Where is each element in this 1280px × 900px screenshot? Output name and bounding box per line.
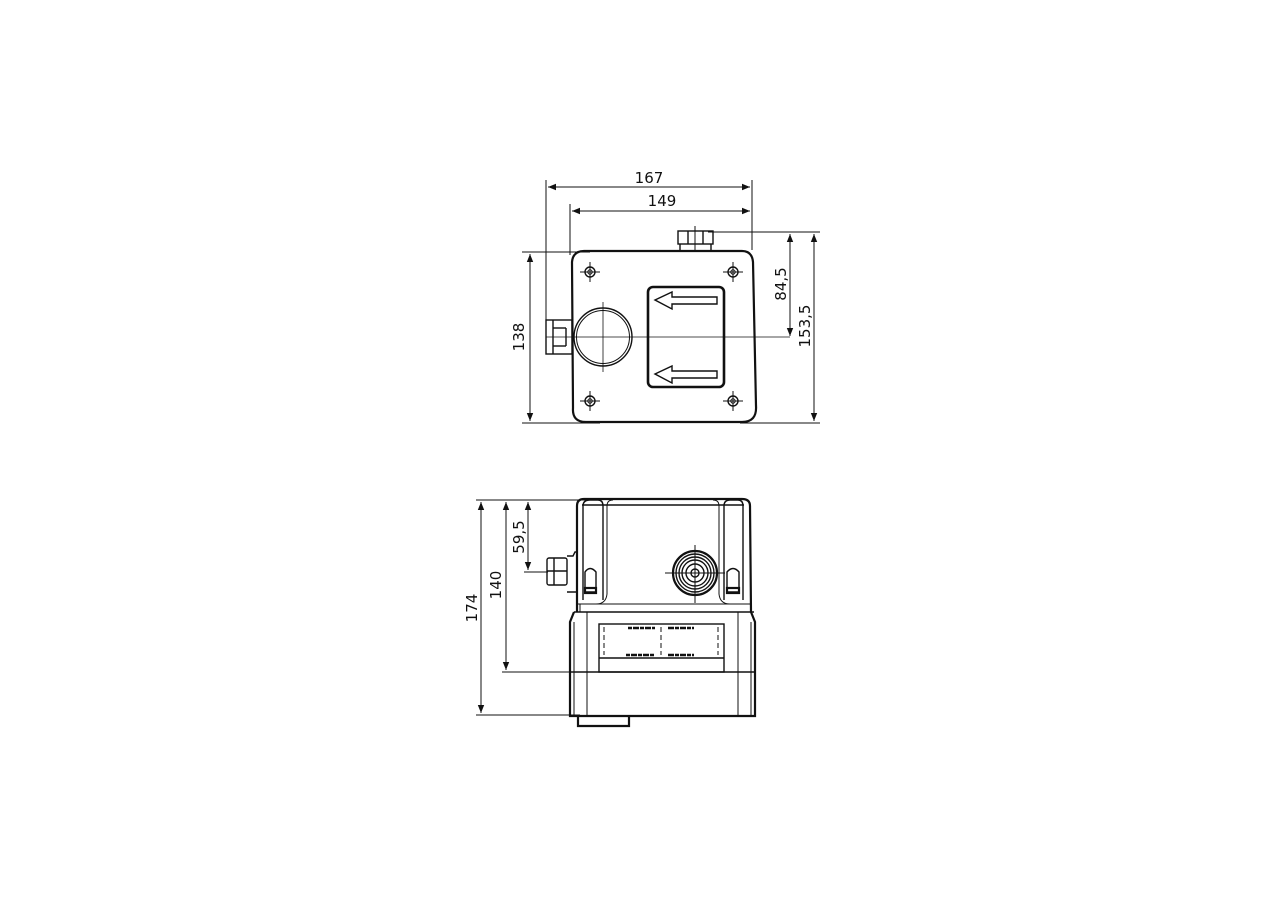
side-cable-gland-front [546,551,578,593]
dimension-body-width: 149 [569,192,750,255]
screw-icon [723,262,743,282]
front-connector [665,545,725,603]
dimension-gland-height: 59,5 [510,502,548,573]
dim-label-59-5: 59,5 [510,520,528,553]
dimension-overall-width: 167 [545,169,753,330]
dim-label-84-5: 84,5 [772,267,790,300]
screw-icon [723,391,743,411]
dim-label-140: 140 [487,571,505,600]
flow-direction-panel [646,285,726,389]
lower-housing [568,611,757,718]
dim-label-167: 167 [635,169,664,187]
arrow-left-icon [653,364,718,385]
dimension-overall-depth: 153,5 [740,234,820,424]
dim-label-153-5: 153,5 [796,305,814,348]
dimension-connector-offset: 84,5 [708,231,820,336]
dim-label-174: 174 [463,594,481,623]
top-cable-gland [677,226,714,251]
label-panel [598,623,725,673]
dim-label-149: 149 [648,192,677,210]
top-view: 167 149 138 84,5 153,5 [510,169,820,424]
screw-icon [580,391,600,411]
screw-icon [580,262,600,282]
bottom-outlet [576,716,631,728]
front-view: 174 140 59,5 [463,497,757,728]
arrow-left-icon [653,290,718,311]
dim-label-138: 138 [510,323,528,352]
upper-housing [574,497,754,613]
mounting-screws [580,262,743,411]
top-body-outline [570,249,758,424]
dimension-body-height: 140 [487,502,572,673]
dimension-overall-height: 174 [463,499,590,716]
